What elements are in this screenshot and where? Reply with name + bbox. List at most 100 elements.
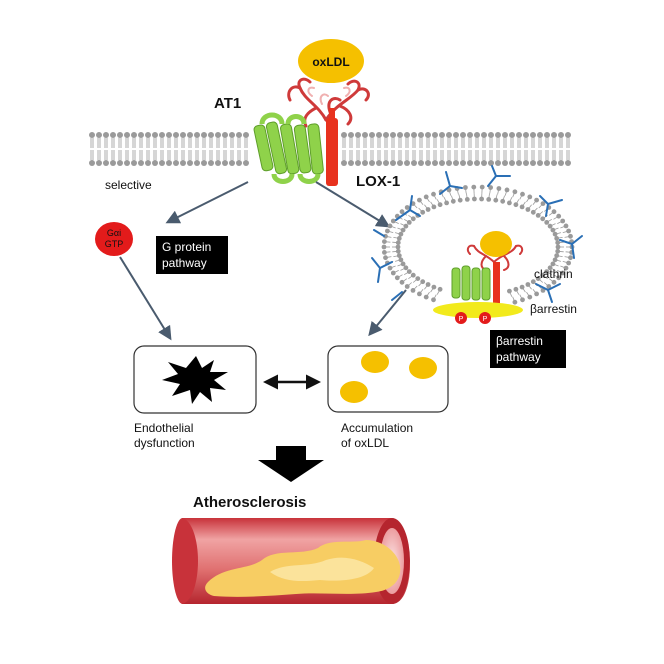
lipid-tail	[468, 150, 472, 160]
accumulated-oxldl-1	[361, 351, 389, 373]
clathrin-coat	[371, 165, 583, 303]
lipid-tail	[153, 138, 157, 148]
lipid-tail	[223, 150, 227, 160]
vesicle-lipid-tail	[521, 201, 526, 208]
accumulated-oxldl-2	[409, 357, 437, 379]
lipid-tail	[356, 138, 360, 148]
lipid-head	[180, 132, 186, 138]
lipid-head	[530, 160, 536, 166]
atherosclerosis-label: Atherosclerosis	[193, 494, 306, 511]
at1-receptor	[253, 112, 324, 184]
vesicle-lipid-head	[544, 269, 550, 274]
lipid-tail	[517, 138, 521, 148]
vesicle-lipid-head	[555, 240, 561, 246]
vesicle-lipid-tail	[433, 294, 437, 300]
lipid-tail	[545, 138, 549, 148]
lipid-head	[481, 160, 487, 166]
lipid-tail	[531, 138, 535, 148]
lipid-head	[166, 160, 172, 166]
lipid-tail	[370, 138, 374, 148]
lipid-head	[208, 132, 214, 138]
lipid-tail	[349, 138, 353, 148]
vesicle-lipid-tail	[418, 281, 423, 287]
lipid-tail	[188, 138, 192, 148]
lipid-tail	[111, 138, 115, 148]
lipid-tail	[447, 150, 451, 160]
lipid-head	[418, 132, 424, 138]
lipid-head	[446, 132, 452, 138]
at1-label: AT1	[214, 95, 241, 112]
lipid-tail	[97, 138, 101, 148]
lipid-tail	[538, 150, 542, 160]
lipid-head	[215, 132, 221, 138]
vesicle-lipid-tail	[424, 204, 429, 210]
oxldl-label-top: oxLDL	[312, 55, 349, 69]
lipid-tail	[398, 150, 402, 160]
lipid-tail	[461, 150, 465, 160]
lipid-tail	[153, 150, 157, 160]
vesicle-lipid-tail	[497, 188, 500, 195]
lipid-tail	[475, 138, 479, 148]
lipid-head	[348, 160, 354, 166]
lipid-tail	[377, 150, 381, 160]
vesicle-lipid-head	[555, 248, 561, 254]
vesicle-lipid-tail	[419, 288, 424, 295]
vesicle-lipid-tail	[419, 199, 424, 206]
atherosclerotic-vessel	[172, 518, 410, 604]
vesicle-lipid-tail	[504, 189, 508, 196]
lipid-head	[131, 160, 137, 166]
lox1-receptor	[326, 118, 338, 186]
lipid-head	[509, 160, 515, 166]
lipid-tail	[342, 150, 346, 160]
lipid-head	[544, 132, 550, 138]
vesicle-lipid-tail	[430, 201, 435, 208]
lipid-head	[488, 132, 494, 138]
down-arrow-icon	[258, 446, 324, 482]
lipid-tail	[412, 150, 416, 160]
lipid-tail	[132, 138, 136, 148]
accumulation-line2: of oxLDL	[341, 436, 389, 450]
lipid-tail	[391, 138, 395, 148]
lipid-head	[432, 160, 438, 166]
lipid-tail	[90, 138, 94, 148]
lipid-tail	[398, 138, 402, 148]
lipid-tail	[237, 138, 241, 148]
accumulation-line1: Accumulation	[341, 421, 413, 435]
vesicle-lipid-tail	[519, 294, 523, 300]
lipid-head	[425, 132, 431, 138]
vesicle-lipid-tail	[425, 291, 430, 298]
vesicle-oxldl-glycan	[466, 244, 524, 271]
vesicle-lipid-tail	[408, 274, 414, 280]
vesicle-lipid-tail	[393, 270, 399, 274]
vesicle-lipid-tail	[512, 191, 516, 198]
lipid-tail	[174, 138, 178, 148]
vesicle-lipid-tail	[418, 207, 423, 213]
lipid-tail	[244, 150, 248, 160]
lipid-head	[551, 132, 557, 138]
lipid-tail	[370, 150, 374, 160]
arrow-to-barrestin	[315, 181, 391, 228]
lipid-head	[145, 160, 151, 166]
lipid-head	[145, 132, 151, 138]
lipid-head	[383, 132, 389, 138]
lipid-head	[355, 160, 361, 166]
vesicle-lox1-receptor	[493, 262, 500, 304]
phospho-site-1	[455, 312, 467, 324]
vesicle-lipid-tail	[512, 296, 516, 303]
vesicle-lipid-tail	[557, 220, 563, 224]
vesicle-lipid-tail	[564, 256, 571, 259]
lipid-tail	[181, 138, 185, 148]
lipid-head	[96, 132, 102, 138]
vesicle-lipid-tail	[408, 214, 414, 220]
vesicle-lipid-tail	[515, 289, 520, 295]
lipid-tail	[503, 138, 507, 148]
lipid-head	[180, 160, 186, 166]
lipid-head	[502, 132, 508, 138]
vesicle-lipid-head	[395, 240, 401, 246]
accumulation-box	[327, 345, 449, 413]
lipid-head	[222, 132, 228, 138]
lipid-tail	[167, 138, 171, 148]
lipid-tail	[181, 150, 185, 160]
lipid-tail	[384, 138, 388, 148]
lipid-head	[558, 132, 564, 138]
